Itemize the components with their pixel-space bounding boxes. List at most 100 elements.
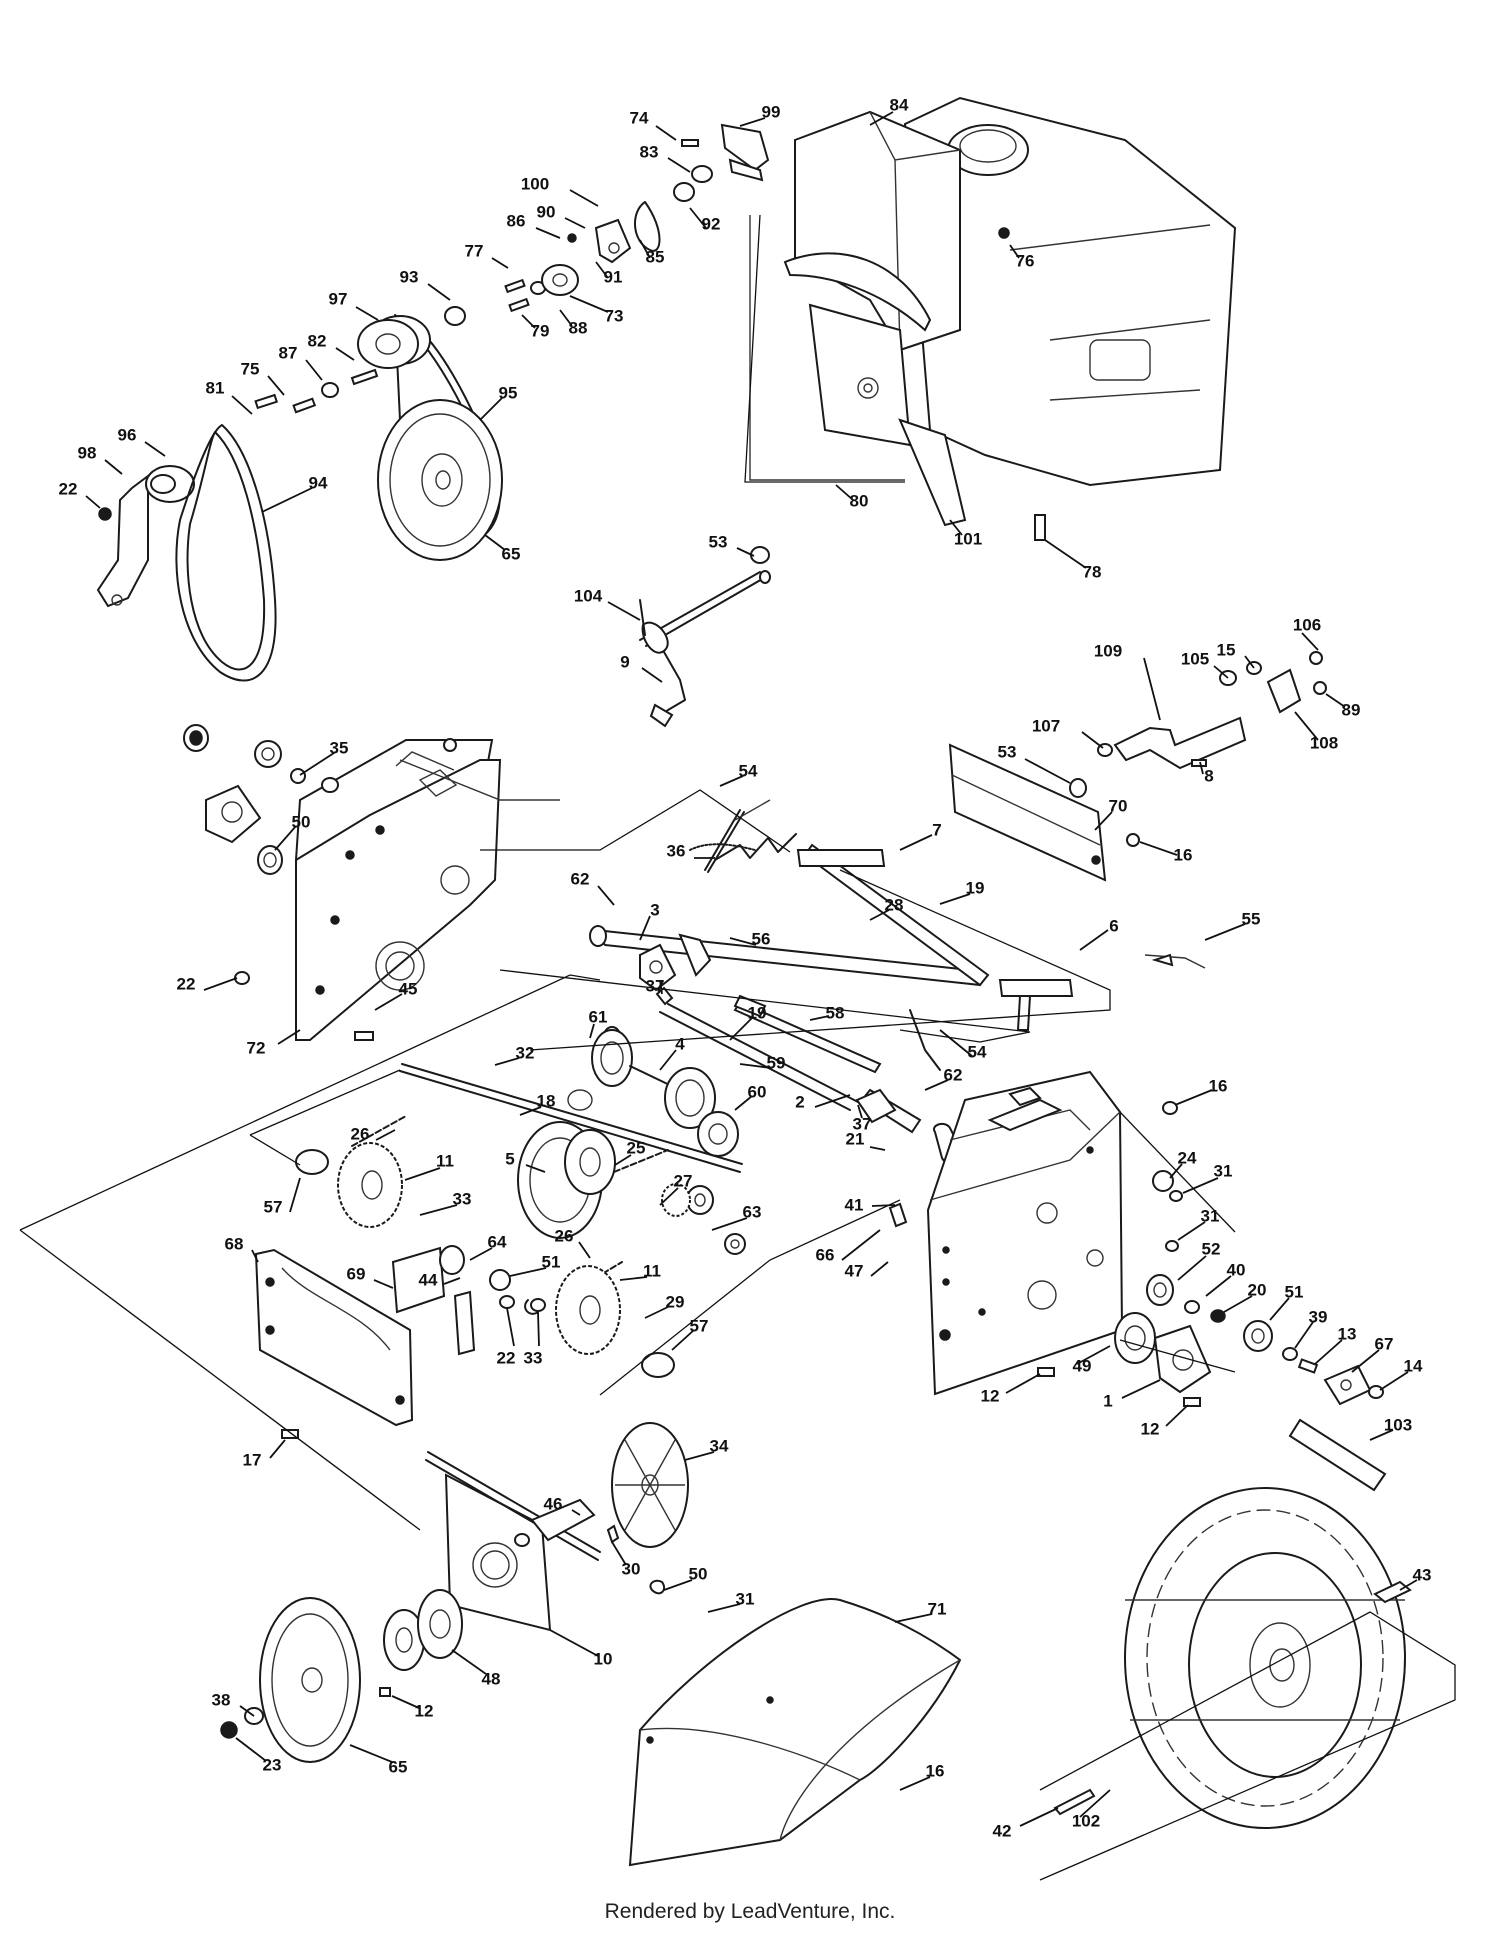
part-callout-31: 31 bbox=[736, 1589, 755, 1608]
part-callout-98: 98 bbox=[78, 443, 97, 462]
part-callout-109: 109 bbox=[1094, 641, 1122, 660]
part-callout-104: 104 bbox=[574, 586, 603, 605]
part-callout-36: 36 bbox=[667, 841, 686, 860]
part-callout-38: 38 bbox=[212, 1690, 231, 1709]
part-callout-53: 53 bbox=[709, 532, 728, 551]
belt-94 bbox=[175, 424, 277, 682]
part-callout-89: 89 bbox=[1342, 700, 1361, 719]
part-callout-63: 63 bbox=[743, 1202, 762, 1221]
left-bearings bbox=[183, 724, 374, 1041]
part-callout-43: 43 bbox=[1413, 1565, 1432, 1584]
part-callout-69: 69 bbox=[347, 1264, 366, 1283]
part-callout-86: 86 bbox=[507, 211, 526, 230]
part-callout-3: 3 bbox=[650, 900, 659, 919]
pulley-97 bbox=[357, 306, 466, 369]
part-callout-16: 16 bbox=[1209, 1076, 1228, 1095]
part-callout-85: 85 bbox=[646, 247, 665, 266]
part-callout-74: 74 bbox=[630, 108, 649, 127]
part-callout-64: 64 bbox=[488, 1232, 507, 1251]
part-callout-84: 84 bbox=[890, 95, 909, 114]
part-callout-48: 48 bbox=[482, 1669, 501, 1688]
lower-pulley-65 bbox=[220, 1589, 463, 1763]
part-callout-15: 15 bbox=[1217, 640, 1236, 659]
right-side-plate bbox=[926, 1070, 1124, 1396]
part-callout-93: 93 bbox=[400, 267, 419, 286]
part-callout-54: 54 bbox=[968, 1042, 987, 1061]
assembly-outlines bbox=[19, 214, 1456, 1881]
part-callout-19: 19 bbox=[966, 878, 985, 897]
part-callout-50: 50 bbox=[292, 812, 311, 831]
part-callout-51: 51 bbox=[1285, 1282, 1304, 1301]
part-callout-16: 16 bbox=[1174, 845, 1193, 864]
cover-plate-70 bbox=[948, 743, 1140, 882]
part-callout-75: 75 bbox=[241, 359, 260, 378]
part-callout-66: 66 bbox=[816, 1245, 835, 1264]
part-callout-1: 1 bbox=[1103, 1391, 1112, 1410]
part-callout-23: 23 bbox=[263, 1755, 282, 1774]
part-callout-44: 44 bbox=[419, 1270, 438, 1289]
part-callout-19: 19 bbox=[748, 1003, 767, 1022]
part-callout-12: 12 bbox=[1141, 1419, 1160, 1438]
part-callout-79: 79 bbox=[531, 321, 550, 340]
part-callout-41: 41 bbox=[845, 1195, 864, 1214]
springs bbox=[655, 833, 908, 1228]
part-callout-102: 102 bbox=[1072, 1811, 1100, 1830]
part-callout-11: 11 bbox=[643, 1261, 661, 1280]
part-callout-73: 73 bbox=[605, 306, 624, 325]
part-callout-70: 70 bbox=[1109, 796, 1128, 815]
linkage-parts bbox=[639, 799, 1206, 1124]
part-callout-60: 60 bbox=[748, 1082, 767, 1101]
part-callout-39: 39 bbox=[1309, 1307, 1328, 1326]
part-callout-30: 30 bbox=[622, 1559, 641, 1578]
part-callout-37: 37 bbox=[646, 976, 665, 995]
part-callout-26: 26 bbox=[351, 1124, 370, 1143]
part-callout-107: 107 bbox=[1032, 716, 1060, 735]
leader-lines bbox=[85, 111, 1418, 1827]
part-callout-4: 4 bbox=[675, 1034, 685, 1053]
part-callout-55: 55 bbox=[1242, 909, 1261, 928]
part-callout-50: 50 bbox=[689, 1564, 708, 1583]
part-callout-56: 56 bbox=[752, 929, 771, 948]
part-callout-14: 14 bbox=[1404, 1356, 1423, 1375]
part-callout-105: 105 bbox=[1181, 649, 1209, 668]
part-callout-33: 33 bbox=[524, 1348, 543, 1367]
part-callout-21: 21 bbox=[846, 1129, 865, 1148]
part-callout-24: 24 bbox=[1178, 1148, 1197, 1167]
part-callout-7: 7 bbox=[932, 820, 941, 839]
part-callout-108: 108 bbox=[1310, 733, 1338, 752]
bracket-109-108 bbox=[1097, 651, 1327, 770]
part-callout-96: 96 bbox=[118, 425, 137, 444]
part-callout-83: 83 bbox=[640, 142, 659, 161]
part-callout-16: 16 bbox=[926, 1761, 945, 1780]
part-callout-52: 52 bbox=[1202, 1239, 1221, 1258]
part-callout-95: 95 bbox=[499, 383, 518, 402]
part-callout-12: 12 bbox=[981, 1386, 1000, 1405]
part-callout-45: 45 bbox=[399, 979, 418, 998]
part-callout-2: 2 bbox=[795, 1092, 804, 1111]
part-callout-32: 32 bbox=[516, 1043, 535, 1062]
part-callout-35: 35 bbox=[330, 738, 349, 757]
part-callout-28: 28 bbox=[885, 895, 904, 914]
part-callout-81: 81 bbox=[206, 378, 225, 397]
footer-credit: Rendered by LeadVenture, Inc. bbox=[604, 1900, 896, 1923]
part-callout-62: 62 bbox=[571, 869, 590, 888]
part-callout-22: 22 bbox=[177, 974, 196, 993]
part-callout-42: 42 bbox=[993, 1821, 1012, 1840]
shift-rod-assembly bbox=[639, 546, 771, 728]
wheel-102 bbox=[1053, 1487, 1412, 1829]
part-callout-51: 51 bbox=[542, 1252, 561, 1271]
idler-bracket-assembly bbox=[96, 465, 195, 608]
right-side-hardware bbox=[281, 1101, 1387, 1492]
part-callout-29: 29 bbox=[666, 1292, 685, 1311]
part-callout-65: 65 bbox=[389, 1757, 408, 1776]
part-callout-20: 20 bbox=[1248, 1280, 1267, 1299]
part-callout-77: 77 bbox=[465, 241, 484, 260]
engine bbox=[749, 96, 1237, 541]
part-callout-53: 53 bbox=[998, 742, 1017, 761]
part-callout-92: 92 bbox=[702, 214, 721, 233]
part-callout-97: 97 bbox=[329, 289, 348, 308]
part-callout-22: 22 bbox=[497, 1348, 516, 1367]
part-callout-91: 91 bbox=[604, 267, 623, 286]
part-callout-46: 46 bbox=[544, 1494, 563, 1513]
